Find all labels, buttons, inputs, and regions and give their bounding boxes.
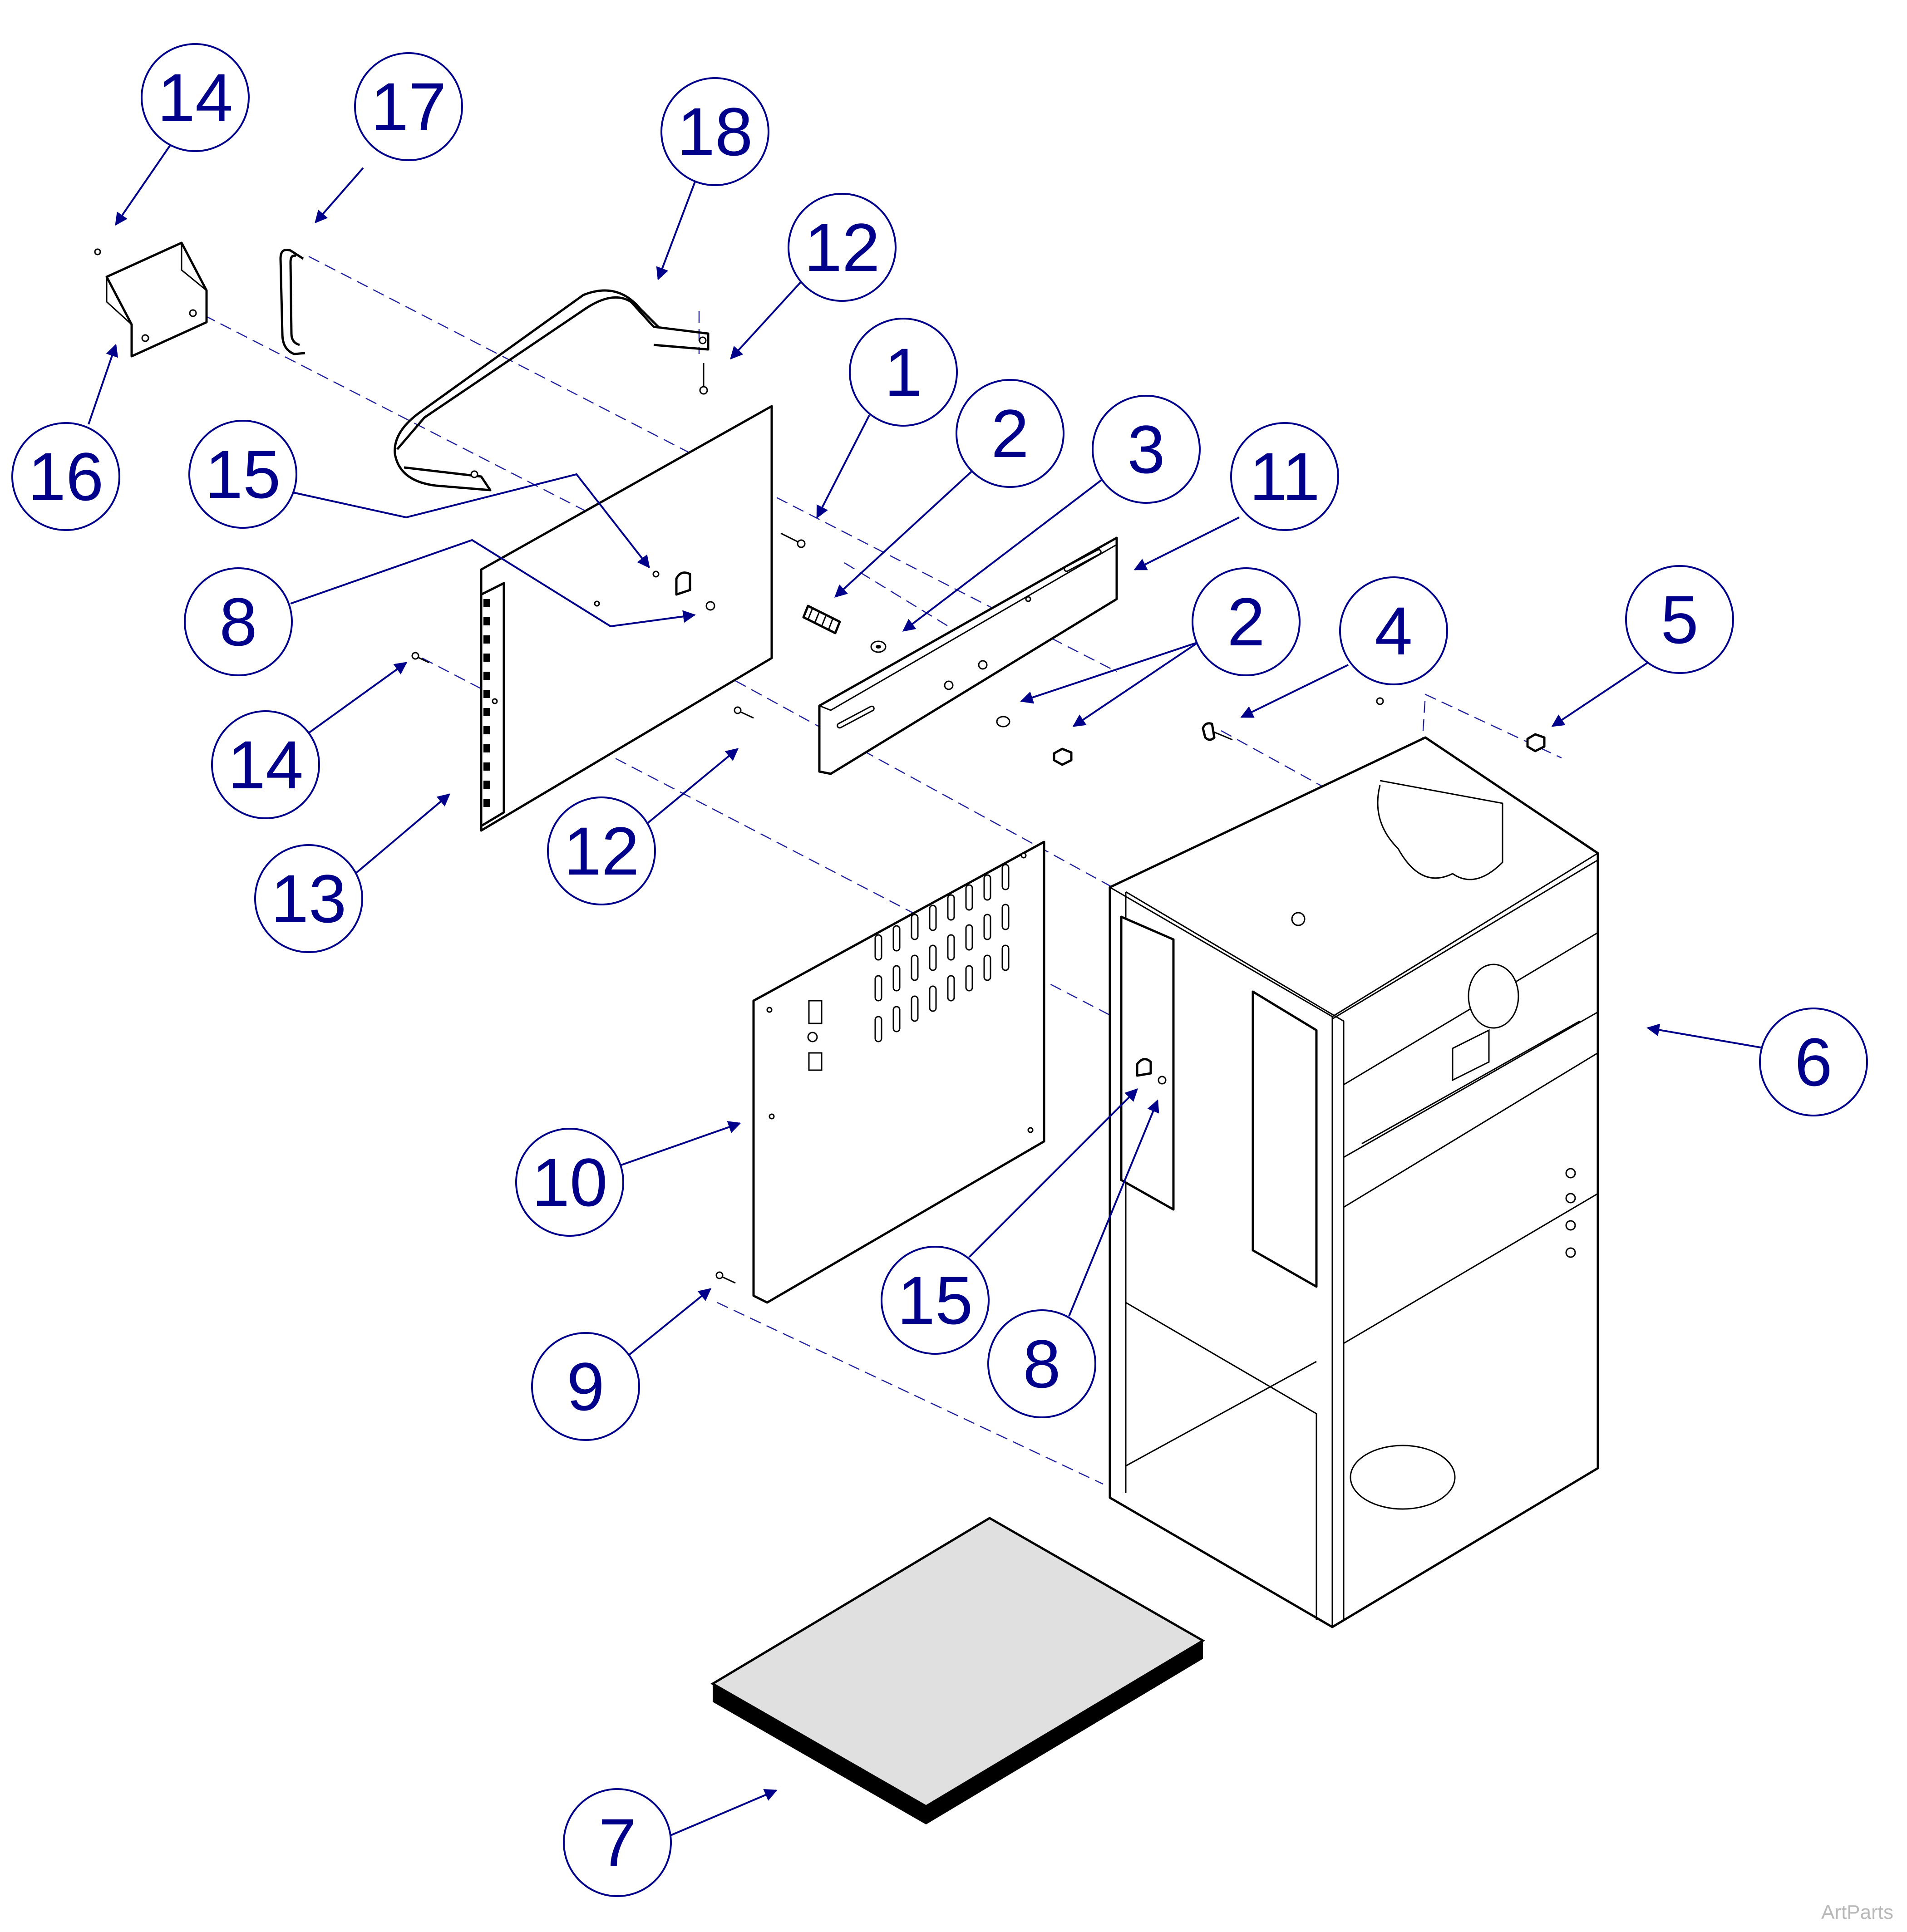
- svg-text:1: 1: [884, 334, 922, 410]
- callout-14-top: 14: [141, 43, 250, 152]
- callout-6: 6: [1759, 1008, 1868, 1116]
- callout-12-middle: 12: [547, 796, 656, 905]
- washer-part-3: [870, 640, 887, 653]
- callout-8-upper: 8: [184, 567, 293, 676]
- svg-text:6: 6: [1794, 1024, 1832, 1100]
- svg-text:15: 15: [897, 1262, 973, 1338]
- fasteners: [411, 652, 1546, 1284]
- callout-11: 11: [1230, 422, 1339, 531]
- svg-text:2: 2: [1227, 584, 1265, 660]
- svg-text:8: 8: [219, 584, 257, 660]
- svg-text:8: 8: [1023, 1326, 1060, 1402]
- callout-5: 5: [1625, 565, 1734, 674]
- callout-3: 3: [1092, 395, 1201, 504]
- svg-text:7: 7: [598, 1804, 636, 1881]
- large-handle-part-18: [394, 289, 710, 492]
- callout-15-upper: 15: [188, 420, 297, 529]
- svg-text:9: 9: [567, 1348, 604, 1425]
- watermark: ArtParts: [1821, 1901, 1893, 1923]
- callout-2-lower: 2: [1192, 567, 1301, 676]
- main-frame-part-6: [1109, 697, 1599, 1628]
- svg-text:12: 12: [564, 813, 640, 889]
- callout-2-upper: 2: [956, 379, 1064, 488]
- svg-text:14: 14: [158, 59, 233, 136]
- callout-10: 10: [515, 1128, 624, 1237]
- callout-16: 16: [11, 422, 120, 531]
- svg-text:15: 15: [205, 436, 281, 512]
- front-panel-part-10: [752, 841, 1045, 1304]
- callout-14-left: 14: [211, 710, 320, 819]
- washer-part-2: [996, 716, 1010, 728]
- vent-slots: [874, 864, 1010, 1042]
- hinge-teeth: [483, 599, 490, 807]
- callout-18: 18: [660, 77, 769, 186]
- svg-text:3: 3: [1127, 411, 1165, 487]
- svg-text:10: 10: [532, 1144, 608, 1220]
- rear-panel-part-13: [480, 405, 773, 832]
- callout-8-lower: 8: [987, 1309, 1096, 1418]
- svg-text:17: 17: [371, 69, 447, 145]
- svg-text:5: 5: [1661, 581, 1698, 658]
- pad-part-7: [710, 1517, 1205, 1824]
- callout-15-lower: 15: [881, 1246, 990, 1355]
- callout-12-top: 12: [788, 193, 897, 302]
- callout-4: 4: [1339, 576, 1448, 685]
- svg-text:12: 12: [804, 209, 880, 285]
- leader-lines: [88, 144, 1766, 1837]
- small-handle-part-17: [279, 249, 306, 355]
- svg-text:11: 11: [1249, 438, 1320, 515]
- callout-17: 17: [354, 52, 463, 161]
- nut-part-2: [1053, 747, 1073, 766]
- callout-9: 9: [531, 1332, 640, 1441]
- spring-part-2: [802, 605, 841, 634]
- svg-text:4: 4: [1375, 593, 1412, 669]
- svg-text:2: 2: [991, 395, 1029, 472]
- svg-text:14: 14: [228, 727, 304, 803]
- svg-text:13: 13: [271, 860, 347, 937]
- svg-text:16: 16: [28, 438, 104, 515]
- callout-13: 13: [254, 844, 363, 953]
- callout-1: 1: [849, 318, 958, 427]
- clamp-part-15-upper: [652, 570, 660, 578]
- screw-part-1: [780, 532, 806, 548]
- bracket-part-16: [94, 241, 208, 358]
- callout-7: 7: [563, 1788, 672, 1897]
- svg-text:18: 18: [677, 93, 753, 170]
- spring-bar-part-11: [818, 536, 1118, 775]
